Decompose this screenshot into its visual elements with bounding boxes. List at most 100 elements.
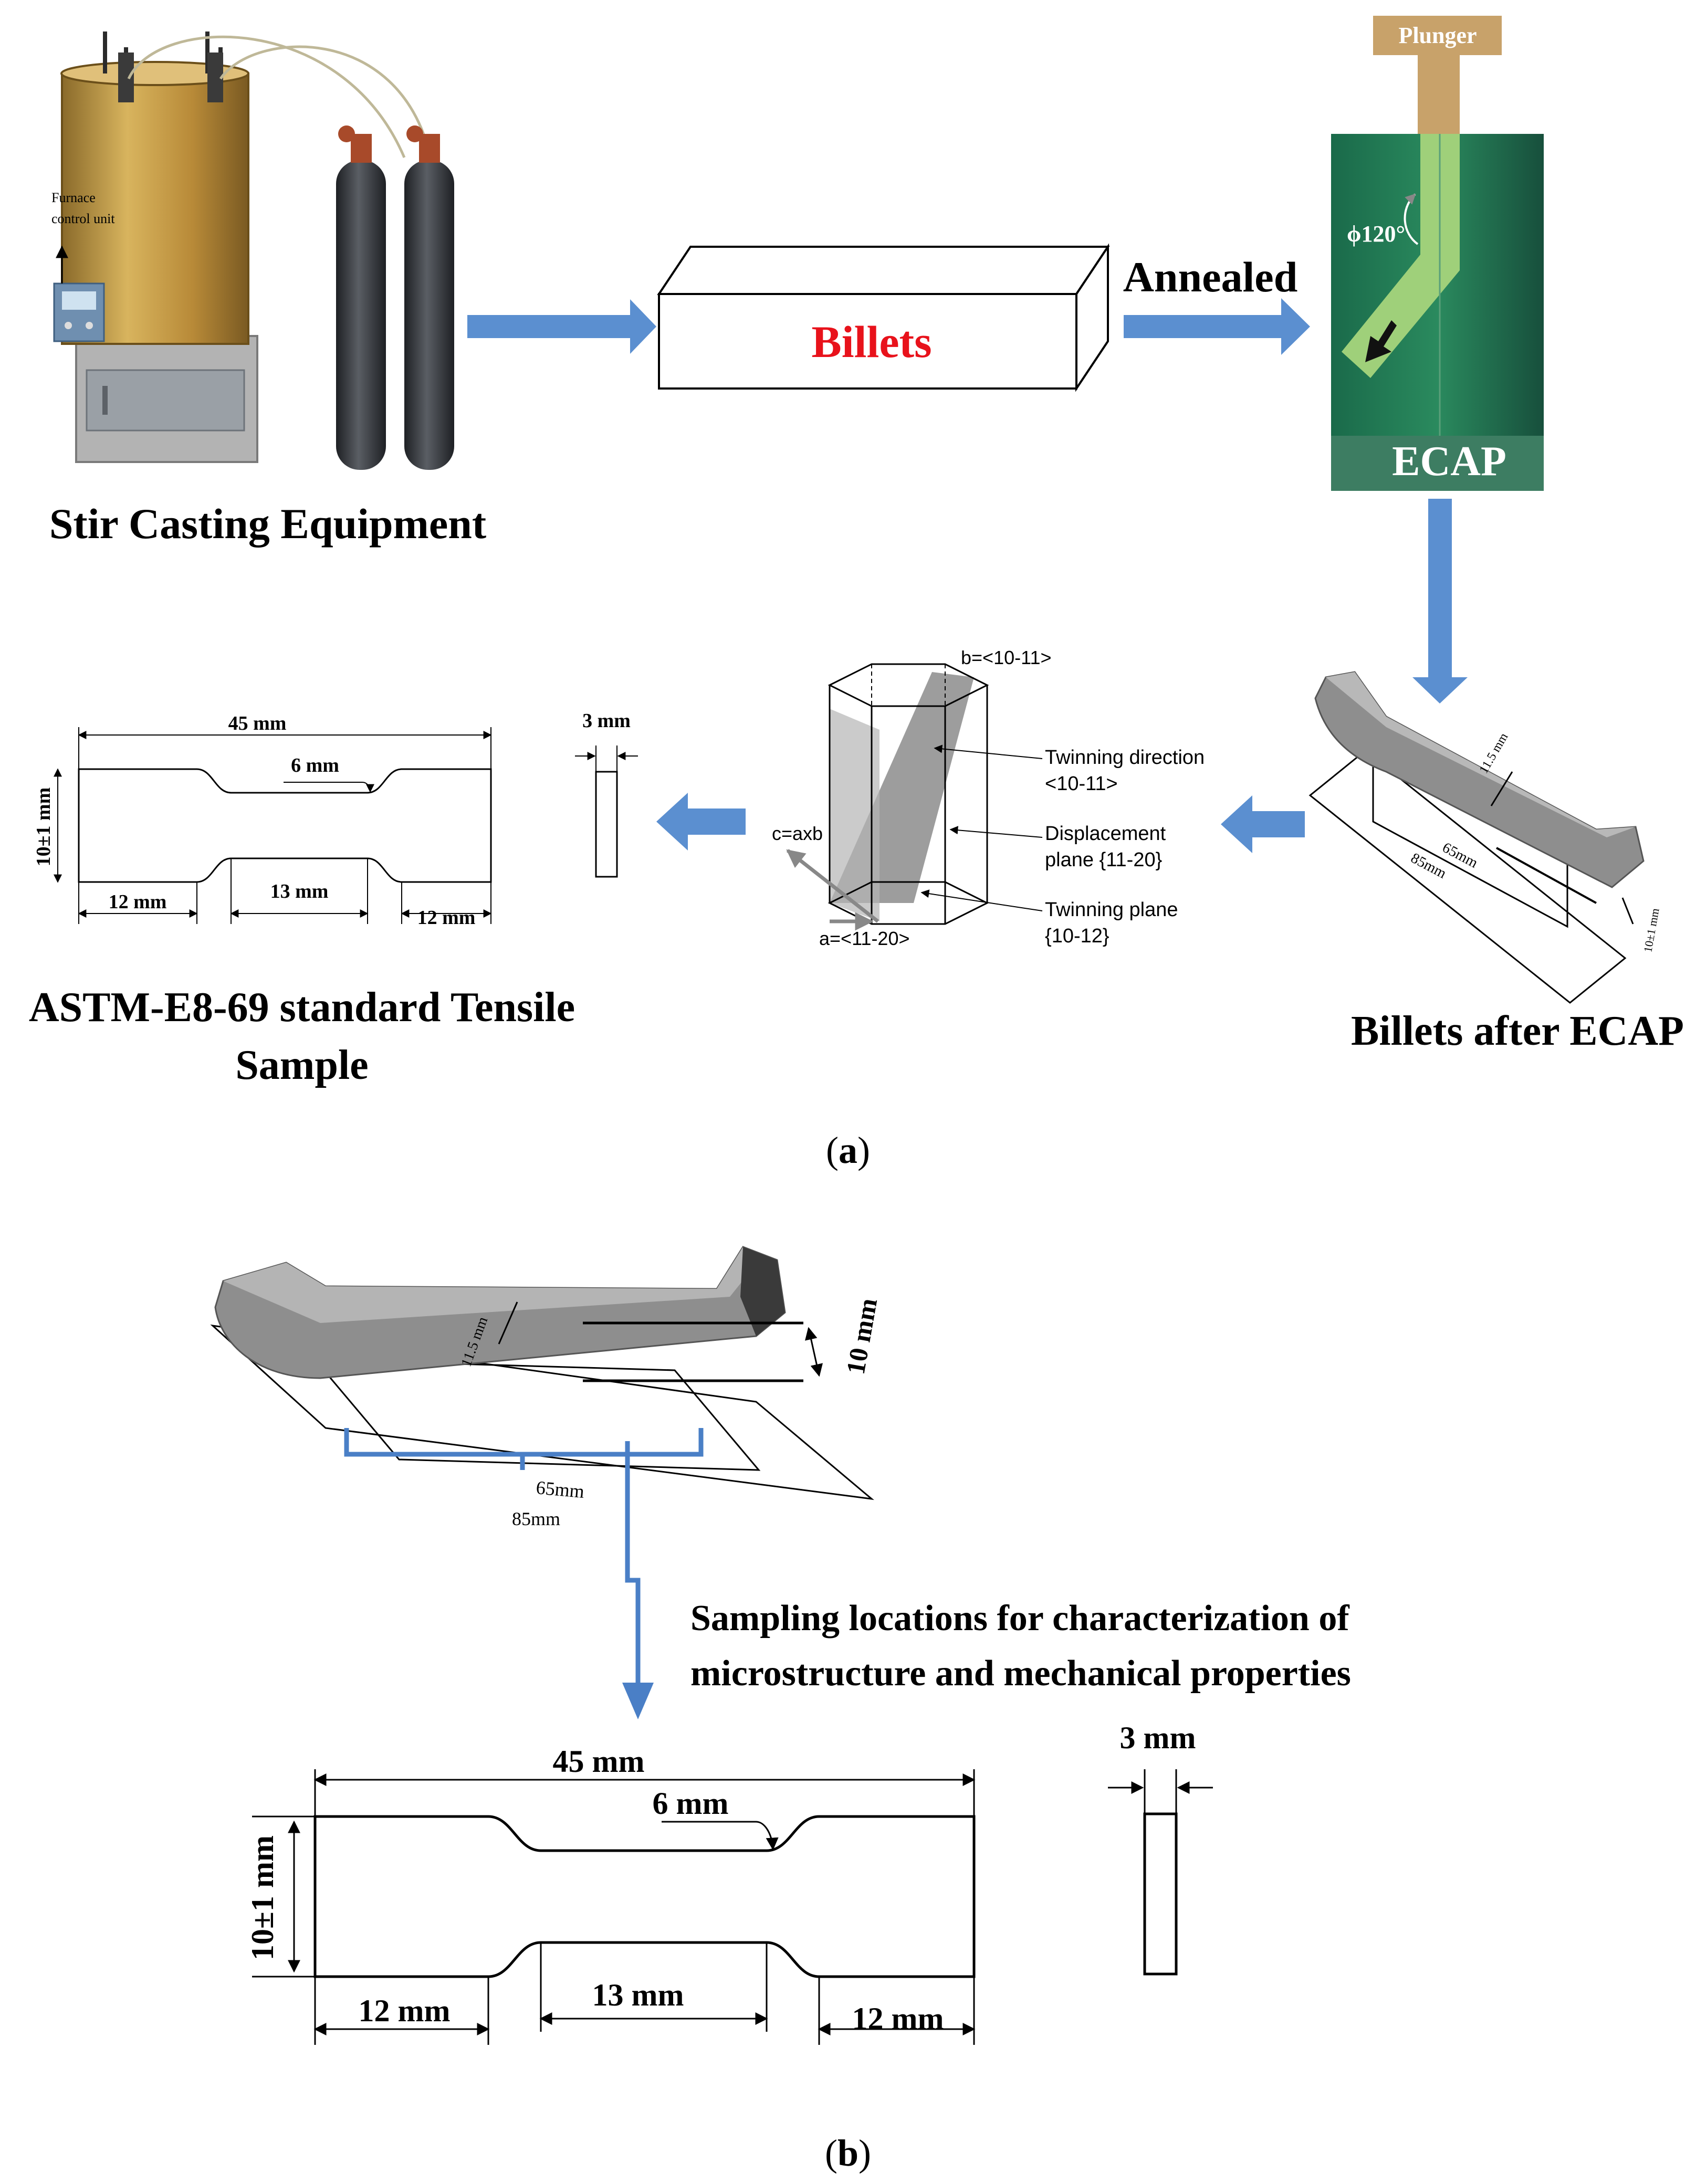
tensile-a-left-grip: 12 mm [109,891,167,913]
tensile-outline-a [78,768,492,883]
thickness-view-a [575,746,638,878]
flow-direction-arrow [1365,320,1397,362]
billet-mark [1496,847,1597,904]
b-label: b=<10-11> [961,647,1052,668]
tensile-a-gauge-len: 13 mm [270,880,329,902]
stir-casting-label: Stir Casting Equipment [49,500,486,548]
caption-b-letter: b [837,2132,859,2174]
billets-after-label: Billets after ECAP [1351,1008,1684,1054]
billet-box [657,243,1110,392]
tensile-outline-b [313,1815,976,1978]
control-knob-1 [65,322,72,329]
caption-a-letter: a [839,1129,857,1171]
twin-plane-1: Twinning plane [1045,899,1178,921]
crystal-side-shade [830,709,880,921]
tensile-a-overall: 45 mm [228,712,287,734]
flow-arrow-down [1412,499,1468,704]
caption-a: (a) [826,1129,870,1171]
furnace-lid [60,61,249,86]
billet-b-outer-length: 85mm [512,1508,560,1529]
disp-2: plane {11-20} [1045,849,1162,871]
stirrer-motor-left [118,52,134,102]
pointer-twin-dir [934,744,1043,759]
flow-arrow-1 [467,299,656,354]
billet-b-inner [313,1359,761,1471]
twin-dir-2: <10-11> [1045,773,1118,795]
angle-arc [1404,193,1419,245]
billet-width: 10±1 mm [1641,907,1661,953]
tensile-b-gauge-width: 6 mm [653,1786,729,1821]
billet-b-endface [740,1247,785,1336]
plunger-head [1373,16,1502,55]
control-screen [62,291,96,310]
ecap-label: ECAP [1392,438,1506,485]
hcp-crystal [786,663,1043,931]
billet-after-ecap: 11.5 mm 65mm 85mm 10±1 mm [1308,671,1662,1004]
gas-hose-2 [219,45,432,158]
astm-label-1: ASTM-E8-69 standard Tensile [29,984,575,1031]
gas-cylinder-2 [404,160,454,470]
tensile-b-left-grip: 12 mm [359,1993,451,2028]
billet-top-face [1326,672,1636,837]
tensile-b-overall: 45 mm [553,1744,645,1779]
caption-b: (b) [825,2132,871,2174]
furnace-label-2: control unit [51,211,115,226]
control-knob-2 [86,322,93,329]
billet-dim-line [1490,771,1513,806]
tensile-sample-b [252,1769,976,2045]
billet-thickness: 11.5 mm [1477,731,1511,776]
billets-label: Billets [811,317,931,367]
a-label: a=<11-20> [819,928,910,949]
billet-b-width-dim [804,1327,823,1377]
flow-arrow-3 [1221,795,1305,853]
billet-b-outer [210,1324,874,1500]
flow-arrow-2 [1124,298,1310,355]
twin-dir-1: Twinning direction [1045,747,1205,769]
sampling-label-1: Sampling locations for characterization … [690,1598,1349,1639]
billet-b-thickness-dim [498,1301,518,1345]
thickness-label-a: 3 mm [582,710,631,732]
billet-b-top [223,1247,761,1323]
sampling-arrow-head [622,1683,654,1719]
billet-outline-outer [1308,750,1627,1004]
c-label: c=axb [772,823,823,844]
tensile-b-right-grip: 12 mm [852,2001,944,2036]
furnace-door [86,369,245,432]
twin-plane-2: {10-12} [1045,925,1109,947]
billet-large: 11.5 mm 10 mm 65mm 85mm [210,1246,883,1529]
tensile-b-height: 10±1 mm [245,1835,280,1960]
billet-b-width: 10 mm [841,1296,883,1377]
tensile-a-gauge-width: 6 mm [291,754,339,776]
annealed-label: Annealed [1123,253,1298,301]
tensile-b-gauge-len: 13 mm [592,1978,684,2012]
gas-hose-1 [127,35,406,158]
angle-label: ϕ120° [1347,221,1405,247]
cylinder-valve-1 [338,125,372,163]
stir-casting-equipment: Furnace control unit [51,32,454,470]
pointer-twin-plane [920,889,1043,911]
cylinder-valve-2 [406,125,440,163]
sampling-bracket [344,1428,704,1690]
furnace-label-1: Furnace [51,190,96,205]
tensile-a-right-grip: 12 mm [417,907,476,929]
billet-b-inner-length: 65mm [535,1477,585,1502]
thickness-view-b [1108,1769,1213,1976]
thickness-label-b: 3 mm [1120,1720,1196,1755]
plunger-rod [1418,55,1460,136]
ecap-base [1331,436,1544,491]
ecap-die: Plunger ϕ120° ECAP [1331,16,1544,491]
tensile-sample-a [54,727,492,924]
furnace-handle [102,386,108,415]
plunger-label: Plunger [1398,23,1477,48]
pointer-disp [949,826,1043,838]
astm-label-2: Sample [235,1042,368,1088]
flow-arrow-4 [656,793,746,850]
sampling-label-2: microstructure and mechanical properties [690,1653,1351,1694]
billet-width-dim [1621,897,1634,925]
ecap-channel [1342,134,1460,378]
tensile-a-height: 10±1 mm [33,788,55,867]
c-axis-arrow [786,849,880,923]
disp-1: Displacement [1045,823,1166,845]
